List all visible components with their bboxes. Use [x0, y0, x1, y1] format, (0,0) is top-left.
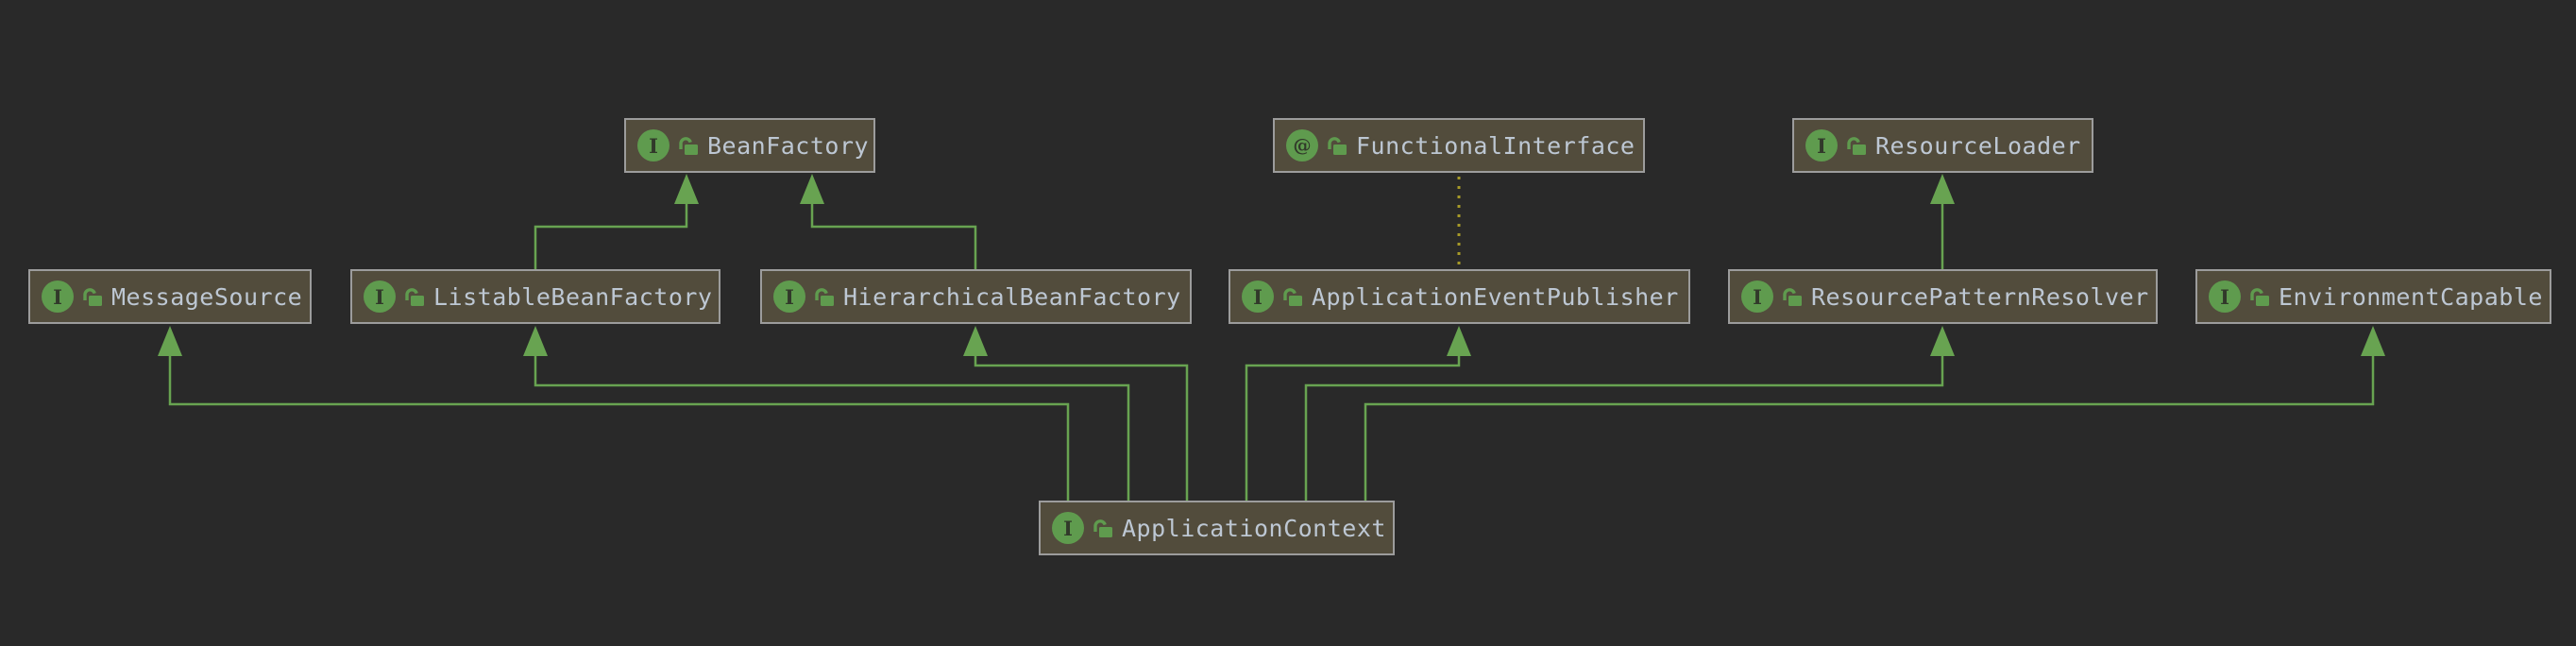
- arrowhead-beanfactory-left: [674, 174, 699, 204]
- edge-applicationcontext-environmentcapable: [1364, 356, 2375, 501]
- arrowhead-hierarchicalbeanfactory: [963, 326, 988, 356]
- node-functional-interface[interactable]: @ FunctionalInterface: [1273, 118, 1645, 173]
- annotation-icon: @: [1286, 129, 1318, 162]
- node-label: MessageSource: [111, 282, 303, 311]
- node-application-event-publisher[interactable]: I ApplicationEventPublisher: [1229, 269, 1690, 324]
- node-listable-bean-factory[interactable]: I ListableBeanFactory: [350, 269, 720, 324]
- arrowhead-messagesource: [158, 326, 182, 356]
- node-label: BeanFactory: [707, 131, 870, 160]
- public-open-lock-icon: [405, 288, 424, 306]
- public-open-lock-icon: [83, 288, 102, 306]
- node-message-source[interactable]: I MessageSource: [28, 269, 312, 324]
- edge-applicationcontext-hierarchicalbeanfactory: [974, 356, 1189, 501]
- public-open-lock-icon: [679, 137, 698, 155]
- edge-applicationcontext-messagesource: [168, 356, 1070, 501]
- public-open-lock-icon: [1847, 137, 1866, 155]
- public-open-lock-icon: [815, 288, 834, 306]
- interface-icon: I: [1741, 280, 1773, 313]
- node-environment-capable[interactable]: I EnvironmentCapable: [2195, 269, 2551, 324]
- interface-icon: I: [773, 280, 805, 313]
- node-resource-loader[interactable]: I ResourceLoader: [1792, 118, 2093, 173]
- node-label: HierarchicalBeanFactory: [843, 282, 1181, 311]
- arrowhead-beanfactory-right: [800, 174, 824, 204]
- arrowhead-resourcepatternresolver: [1930, 326, 1955, 356]
- interface-icon: I: [1242, 280, 1274, 313]
- edge-applicationcontext-resourcepatternresolver: [1304, 356, 1944, 501]
- interface-icon: I: [364, 280, 396, 313]
- arrowhead-environmentcapable: [2361, 326, 2385, 356]
- arrowhead-listablebeanfactory: [523, 326, 548, 356]
- node-bean-factory[interactable]: I BeanFactory: [624, 118, 875, 173]
- interface-icon: I: [42, 280, 74, 313]
- node-resource-pattern-resolver[interactable]: I ResourcePatternResolver: [1728, 269, 2158, 324]
- node-label: ApplicationEventPublisher: [1312, 282, 1679, 311]
- public-open-lock-icon: [1093, 519, 1112, 537]
- interface-icon: I: [637, 129, 669, 162]
- arrowhead-applicationeventpublisher: [1447, 326, 1471, 356]
- public-open-lock-icon: [2250, 288, 2269, 306]
- edge-hierarchicalbeanfactory-beanfactory: [810, 203, 977, 269]
- edge-applicationcontext-listablebeanfactory: [534, 356, 1130, 501]
- node-label: ResourcePatternResolver: [1811, 282, 2149, 311]
- node-label: ListableBeanFactory: [433, 282, 713, 311]
- node-label: ApplicationContext: [1122, 514, 1386, 542]
- public-open-lock-icon: [1783, 288, 1802, 306]
- interface-icon: I: [1805, 129, 1838, 162]
- node-label: FunctionalInterface: [1356, 131, 1635, 160]
- interface-icon: I: [2209, 280, 2241, 313]
- interface-icon: I: [1052, 512, 1084, 544]
- node-label: ResourceLoader: [1875, 131, 2081, 160]
- node-label: EnvironmentCapable: [2279, 282, 2543, 311]
- public-open-lock-icon: [1328, 137, 1347, 155]
- public-open-lock-icon: [1283, 288, 1302, 306]
- edge-listablebeanfactory-beanfactory: [534, 203, 688, 269]
- node-application-context[interactable]: I ApplicationContext: [1039, 501, 1395, 555]
- node-hierarchical-bean-factory[interactable]: I HierarchicalBeanFactory: [760, 269, 1192, 324]
- edge-applicationcontext-applicationeventpublisher: [1245, 356, 1461, 501]
- arrowhead-resourceloader: [1930, 174, 1955, 204]
